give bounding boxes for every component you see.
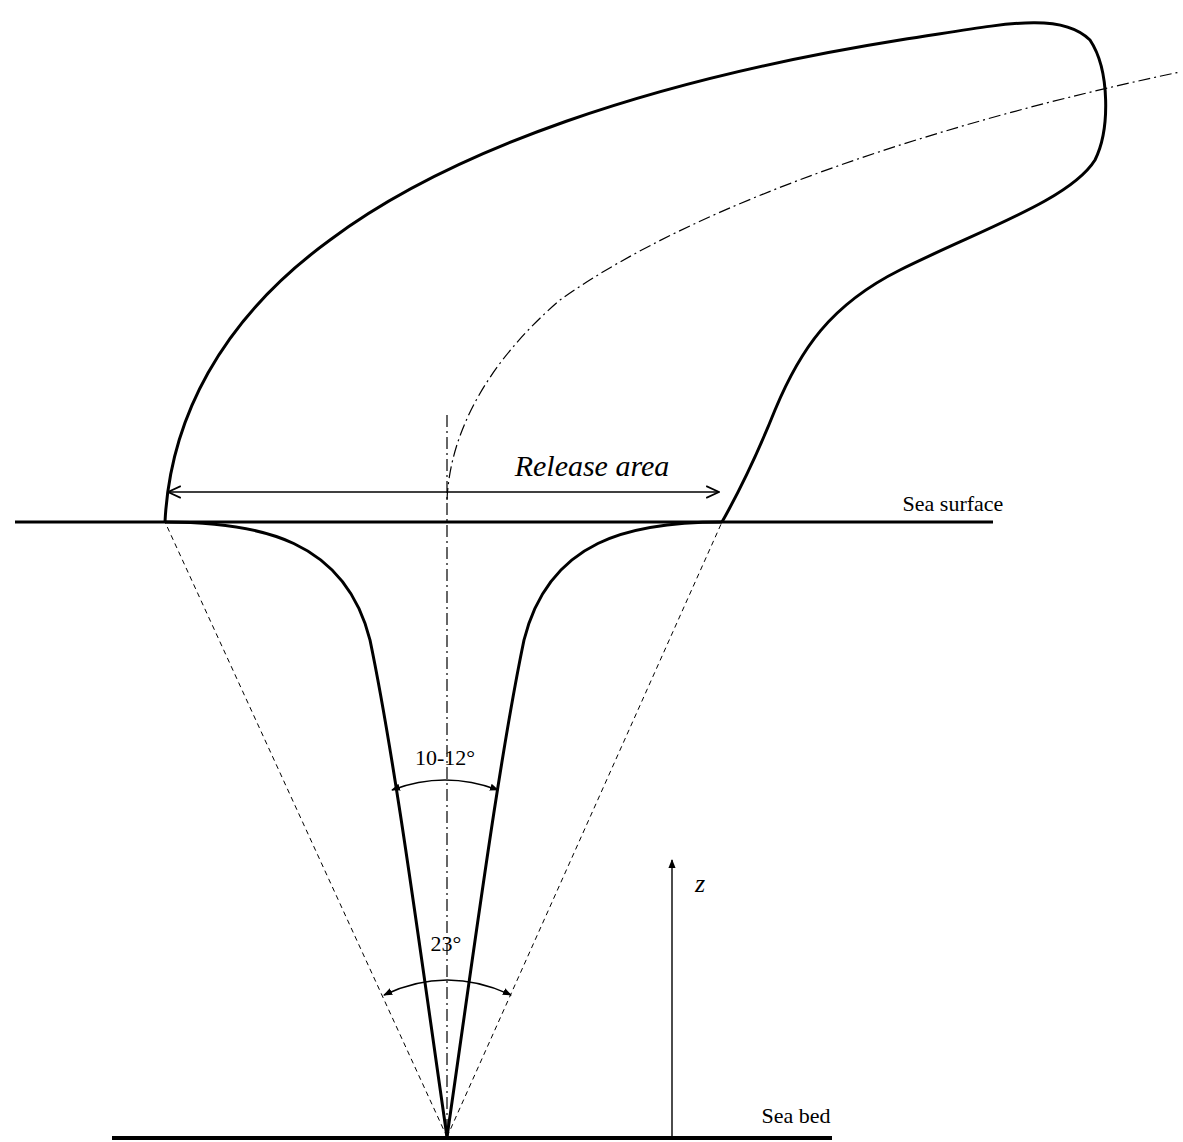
sea-bed-line xyxy=(112,1136,832,1140)
cone-line xyxy=(447,522,722,1137)
cone-line xyxy=(165,522,447,1137)
seabed-label: Sea bed xyxy=(761,1103,830,1128)
plume-centerline xyxy=(447,72,1180,500)
axis-label: z xyxy=(695,869,705,899)
sea-surface-line xyxy=(15,521,993,524)
surface-label: Sea surface xyxy=(903,491,1004,516)
angle-label: 23° xyxy=(431,931,462,956)
angle-arc xyxy=(384,980,511,995)
plume-underwater xyxy=(165,522,447,1137)
z-axis-arrow xyxy=(671,860,672,1137)
plume-outline xyxy=(165,23,1106,522)
angle-label: 10-12° xyxy=(415,745,475,770)
plume-underwater xyxy=(447,522,722,1137)
dimension-arrow xyxy=(168,491,719,492)
angle-arc xyxy=(392,780,498,790)
dimension-label: Release area xyxy=(515,449,670,484)
